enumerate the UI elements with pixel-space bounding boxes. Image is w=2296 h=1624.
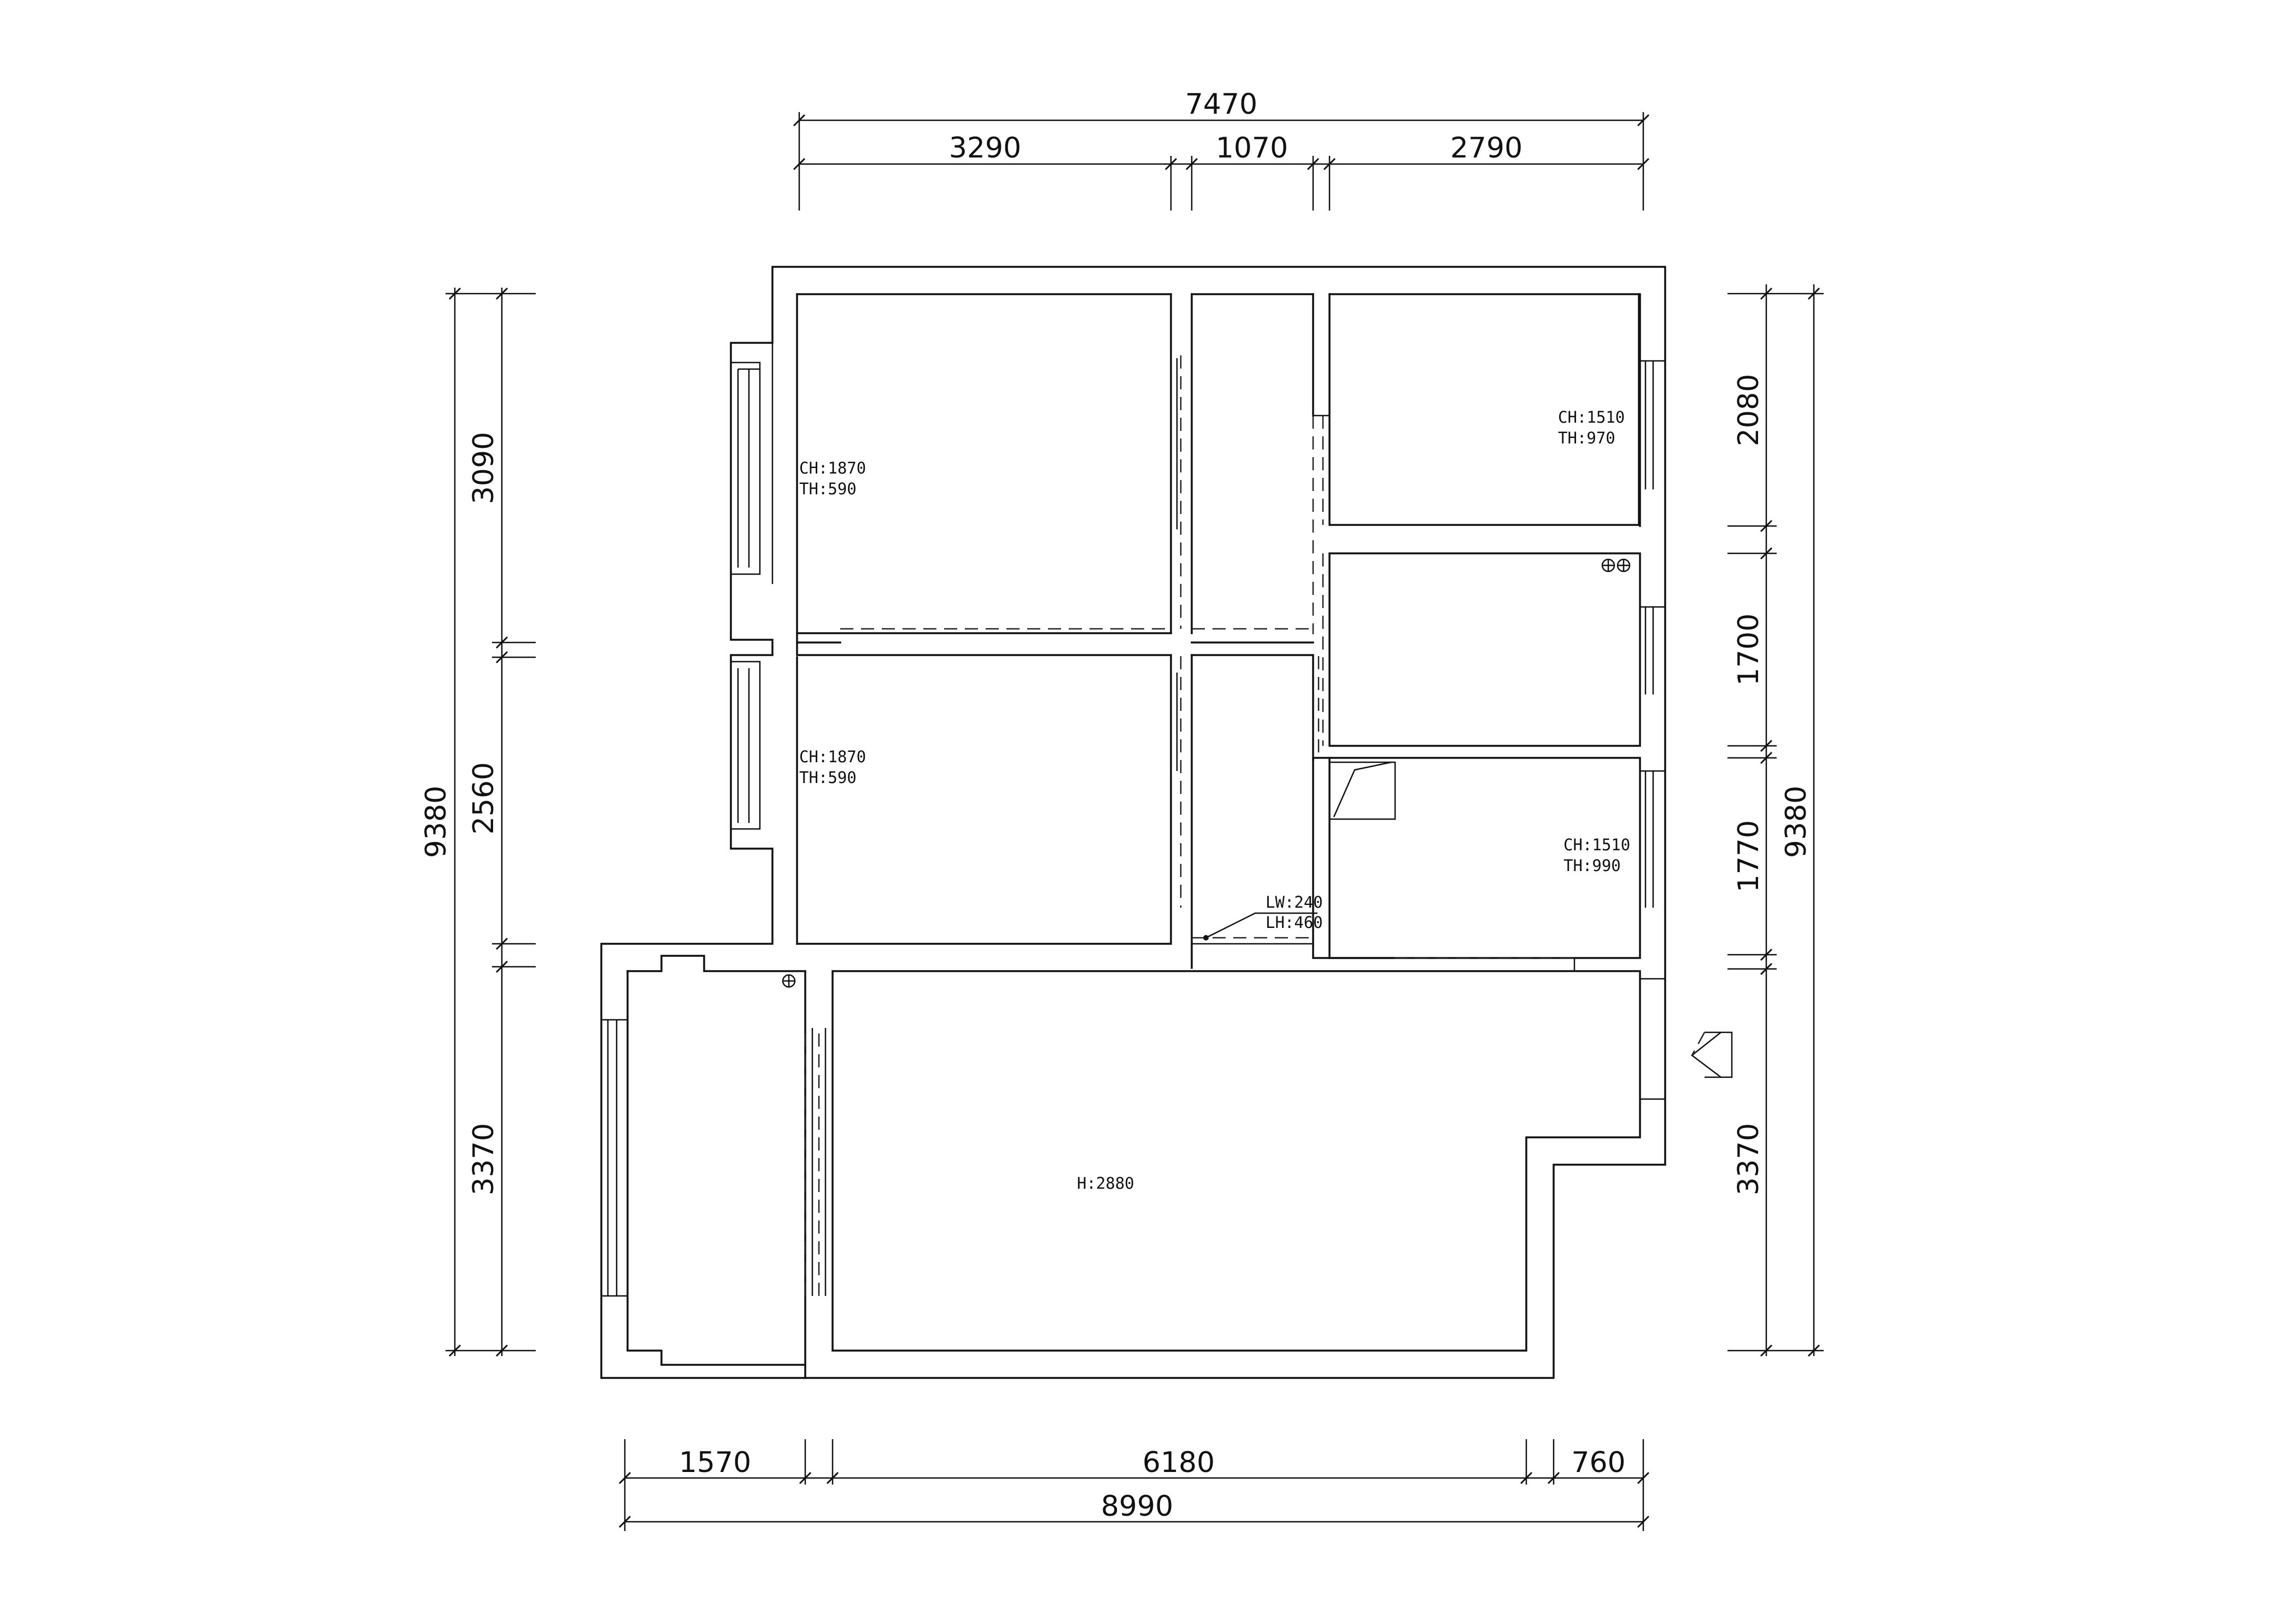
bedroom-1-ch-label: CH:1870 bbox=[799, 459, 866, 477]
gas-meter-icon bbox=[1328, 761, 1396, 820]
bottom-dimension-2: 6180 bbox=[1143, 1446, 1215, 1479]
switch-height-label: LH:460 bbox=[1266, 913, 1323, 932]
entrance-arrow-icon bbox=[1690, 1031, 1733, 1078]
bottom-overall-dimension: 8990 bbox=[1101, 1490, 1173, 1523]
top-dimensions: 7470 3290 1070 2790 bbox=[793, 88, 1650, 211]
kitchen-ch-label: CH:1510 bbox=[1563, 836, 1630, 854]
left-dimension-2: 2560 bbox=[467, 762, 500, 834]
bedroom-2-th-label: TH:590 bbox=[799, 768, 857, 787]
right-overall-dimension: 9380 bbox=[1780, 786, 1813, 858]
bedroom-3-th-label: TH:970 bbox=[1558, 429, 1615, 447]
balcony bbox=[601, 955, 806, 1379]
bedroom-2-ch-label: CH:1870 bbox=[799, 747, 866, 766]
bedroom-1-th-label: TH:590 bbox=[799, 480, 857, 498]
right-dimension-2: 1700 bbox=[1732, 614, 1765, 686]
kitchen: CH:1510 TH:990 bbox=[1312, 757, 1665, 971]
left-overall-dimension: 9380 bbox=[420, 786, 453, 858]
top-dimension-1: 3290 bbox=[949, 132, 1021, 165]
right-dimensions: 2080 1700 1770 3370 9380 bbox=[1727, 284, 1824, 1357]
sink-icon bbox=[782, 974, 796, 988]
right-dimension-3: 1770 bbox=[1732, 820, 1765, 892]
living-room-height-label: H:2880 bbox=[1077, 1174, 1134, 1193]
bedroom-3-ch-label: CH:1510 bbox=[1558, 408, 1625, 427]
bottom-dimension-1: 1570 bbox=[679, 1446, 751, 1479]
bedroom-2: CH:1870 TH:590 bbox=[731, 654, 1182, 945]
floor-drain-icon bbox=[1601, 558, 1631, 573]
top-dimension-3: 2790 bbox=[1450, 132, 1522, 165]
bottom-dimensions: 1570 6180 760 8990 bbox=[618, 1439, 1650, 1531]
top-dimension-2: 1070 bbox=[1216, 132, 1288, 165]
living-room: H:2880 bbox=[811, 970, 1665, 1352]
kitchen-th-label: TH:990 bbox=[1563, 856, 1621, 875]
left-dimension-1: 3090 bbox=[467, 432, 500, 504]
left-dimensions: 9380 3090 2560 3370 bbox=[420, 287, 536, 1357]
bedroom-3: CH:1510 TH:970 bbox=[1313, 293, 1665, 526]
exterior-walls bbox=[600, 266, 1666, 1379]
bedroom-1: CH:1870 TH:590 bbox=[731, 293, 1182, 644]
right-dimension-1: 2080 bbox=[1732, 374, 1765, 446]
bottom-dimension-3: 760 bbox=[1571, 1446, 1625, 1479]
top-overall-dimension: 7470 bbox=[1185, 88, 1257, 121]
right-dimension-4: 3370 bbox=[1732, 1123, 1765, 1195]
corridor: LW:240 LH:460 bbox=[1191, 293, 1323, 969]
left-dimension-3: 3370 bbox=[467, 1123, 500, 1195]
bathroom bbox=[1322, 552, 1665, 747]
switch-width-label: LW:240 bbox=[1266, 893, 1323, 912]
